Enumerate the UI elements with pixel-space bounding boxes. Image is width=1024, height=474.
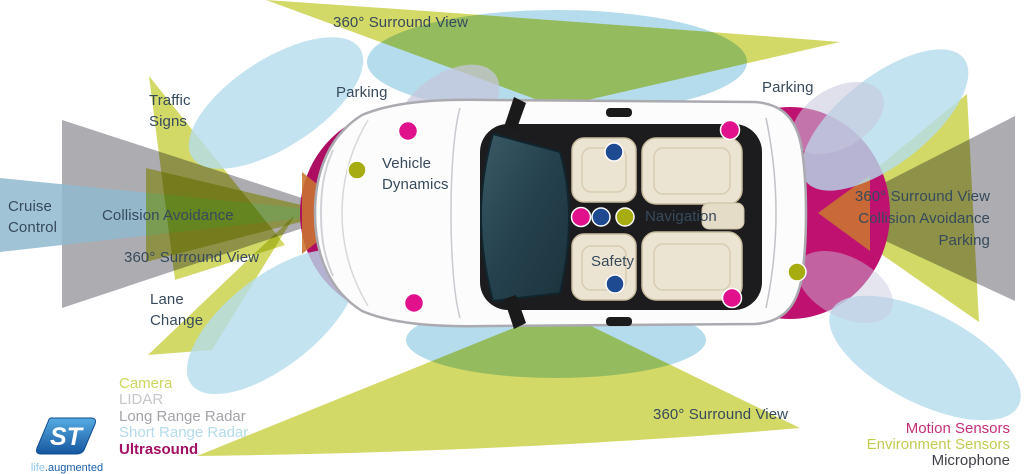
label-surround-view-top: 360° Surround View [333, 14, 469, 31]
car-mirror-left [504, 97, 526, 131]
car-trunk-line [765, 117, 777, 309]
label-parking-rear-stack: Parking [938, 232, 990, 249]
label-traffic-signs: Traffic Signs [149, 90, 191, 132]
label-traffic-signs-line2: Signs [149, 113, 188, 130]
legend-item-motion-sensors: Motion Sensors [905, 420, 1010, 437]
car-seat-cushion-line [581, 245, 627, 291]
label-navigation: Navigation [645, 208, 717, 225]
label-vehicle-dynamics-line2: Dynamics [382, 176, 449, 193]
legend-item-long-range-radar: Long Range Radar [119, 407, 246, 425]
label-lane-change: Lane Change [150, 289, 203, 331]
tagline-dot: . [44, 462, 49, 474]
microphone-dot [605, 274, 625, 294]
legend-item-camera: Camera [119, 375, 173, 392]
legend-sensor-types: Camera LIDAR Long Range Radar Short Rang… [119, 375, 249, 458]
motion-sensor-dot [721, 287, 743, 309]
label-collision-avoidance-rear: Collision Avoidance [858, 210, 990, 227]
st-logo-tagline: life.augmented [22, 462, 112, 474]
environment-sensor-dot [787, 262, 807, 282]
zone-camera-collision-avoidance [146, 168, 335, 262]
microphone-dot [604, 142, 624, 162]
zone-short-range-radar-rear-bottom [829, 295, 1021, 421]
label-parking-front: Parking [336, 84, 388, 101]
motion-sensor-dot [403, 292, 425, 314]
car-windshield [480, 132, 570, 303]
car-seat-rear-right [641, 231, 743, 301]
label-vehicle-dynamics: Vehicle Dynamics [382, 153, 449, 195]
label-cruise-control: Cruise Control [8, 196, 57, 238]
zone-overlap-rear [818, 175, 870, 251]
zone-camera-rear [822, 94, 979, 322]
st-logo: ST life.augmented [22, 416, 112, 474]
legend-item-short-range-radar: Short Range Radar [119, 424, 249, 442]
tagline-life: life [30, 462, 45, 474]
label-surround-view-rear: 360° Surround View [854, 188, 990, 205]
car-seat-rear-left [641, 137, 743, 205]
label-lane-change-line2: Change [150, 312, 204, 329]
environment-sensor-dot [615, 207, 635, 227]
zone-short-range-radar-rear-top [801, 49, 969, 191]
label-surround-view-left: 360° Surround View [124, 249, 260, 266]
zone-camera-lane-change [148, 215, 295, 355]
environment-sensor-dot [347, 160, 367, 180]
zone-camera-surround-top [266, 0, 840, 107]
zone-camera-surround-bottom [197, 310, 800, 456]
car-mirror-right [504, 295, 526, 329]
label-rear-stack: 360° Surround View Collision Avoidance P… [855, 186, 990, 252]
st-logo-icon: ST [36, 417, 96, 455]
tagline-augmented: augmented [48, 462, 104, 474]
label-surround-view-bottom: 360° Surround View [653, 406, 789, 423]
motion-sensor-dot [719, 119, 741, 141]
sensor-dots [347, 119, 807, 314]
zone-lidar-rear-bottom [796, 250, 894, 324]
car-hood-line [341, 119, 369, 307]
legend-cabin-sensors: Motion Sensors Environment Sensors Micro… [867, 421, 1010, 469]
legend-item-microphone: Microphone [931, 451, 1010, 469]
car-seat-cushion-line [653, 243, 731, 291]
zone-short-range-radar-front-top [188, 37, 364, 169]
car-door-handle-left [606, 108, 632, 117]
motion-sensor-dot [397, 120, 419, 142]
label-vehicle-dynamics-line1: Vehicle [382, 155, 432, 172]
car-seat-cushion-line [653, 147, 731, 195]
label-lane-change-line1: Lane [150, 291, 184, 308]
label-collision-avoidance: Collision Avoidance [102, 207, 234, 224]
label-cruise-control-line1: Cruise [8, 198, 52, 215]
label-safety: Safety [591, 253, 635, 270]
svg-text:ST: ST [50, 423, 85, 451]
legend-item-lidar: LIDAR [119, 391, 164, 409]
label-traffic-signs-line1: Traffic [149, 92, 191, 109]
car-door-handle-right [606, 317, 632, 326]
zone-short-range-radar-front-bottom [186, 249, 358, 395]
car-bumper-line [319, 149, 334, 277]
microphone-dot [591, 207, 611, 227]
legend-item-environment-sensors: Environment Sensors [866, 435, 1010, 453]
car-seat-cushion-line [581, 147, 627, 193]
legend-item-ultrasound: Ultrasound [119, 440, 199, 458]
car-cowl-line [450, 107, 461, 319]
car-armrest [701, 202, 745, 230]
label-parking-rear: Parking [762, 79, 814, 96]
motion-sensor-dot [570, 206, 592, 228]
zone-lidar-rear-top [792, 81, 884, 155]
label-cruise-control-line2: Control [8, 219, 58, 236]
